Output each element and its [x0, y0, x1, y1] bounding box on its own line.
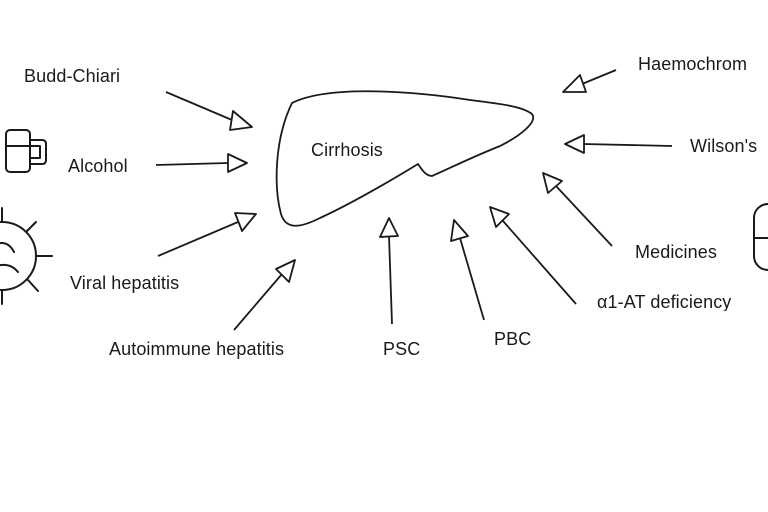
label-autoimmune-hepatitis: Autoimmune hepatitis: [109, 339, 285, 359]
arrow-psc: [379, 217, 399, 325]
arrow-wilsons: [564, 134, 673, 154]
cirrhosis-label: Cirrhosis: [311, 140, 383, 160]
label-budd-chiari: Budd-Chiari: [24, 66, 121, 86]
arrow-medicines: [542, 172, 613, 247]
arrow-pbc: [450, 219, 485, 321]
label-wilsons: Wilson's: [690, 137, 758, 155]
label-alcohol: Alcohol: [68, 156, 128, 176]
arrow-a1at: [489, 206, 577, 305]
arrow-haemochromatosis: [562, 69, 617, 93]
label-a1at-deficiency: α1-AT deficiency: [597, 293, 732, 311]
arrow-alcohol: [155, 153, 248, 173]
label-medicines: Medicines: [635, 242, 717, 262]
liver-outline: [275, 90, 535, 227]
beer-mug-icon: [5, 129, 47, 173]
label-psc: PSC: [383, 339, 421, 359]
label-viral-hepatitis: Viral hepatitis: [70, 273, 180, 293]
virus-icon: [0, 207, 53, 305]
arrow-budd-chiari: [165, 91, 253, 131]
label-pbc: PBC: [494, 329, 532, 349]
arrow-viral-hepatitis: [157, 212, 257, 257]
label-haemochromatosis: Haemochrom: [638, 55, 748, 73]
arrow-autoimmune-hepatitis: [233, 259, 296, 331]
arrows: [155, 69, 673, 331]
pill-icon: [753, 203, 768, 271]
